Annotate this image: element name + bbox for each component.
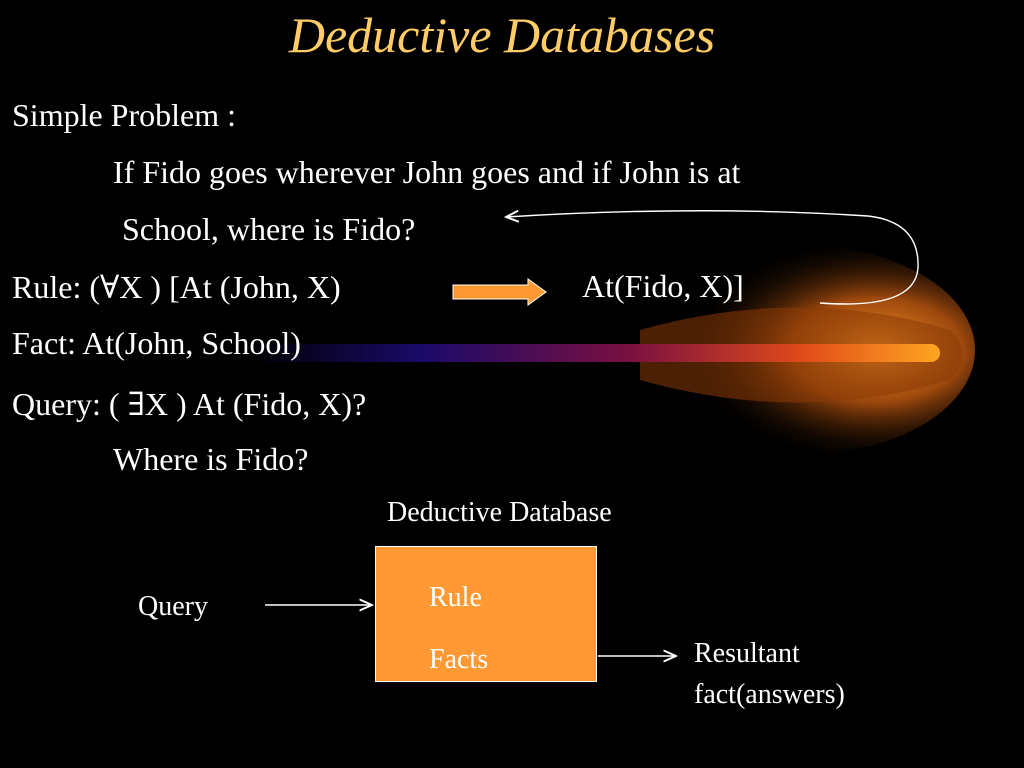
rule-conclusion: At(Fido, X)] [582,268,744,304]
right-arrow-icon [452,278,547,306]
deductive-database-label: Deductive Database [387,497,612,528]
query-line: Query: ( ∃X ) At (Fido, X)? [12,386,367,422]
slide-title: Deductive Databases [288,7,716,63]
box-item-facts: Facts [429,644,489,675]
comet-swoosh-decoration [250,245,975,455]
rule-premise: Rule: (∀X ) [At (John, X) [12,269,341,305]
deductive-database-box [375,546,597,682]
box-item-rule: Rule [429,582,482,613]
result-output-line-1: Resultant [694,638,800,669]
result-output-label: Resultant fact(answers) [694,633,845,715]
fact-line: Fact: At(John, School) [12,325,301,361]
problem-statement-line-2: School, where is Fido? [122,211,416,247]
curved-connector-arrow [506,211,919,305]
result-output-line-2: fact(answers) [694,679,845,710]
problem-statement-line-1: If Fido goes wherever John goes and if J… [113,154,741,190]
query-input-label: Query [138,591,208,622]
where-question: Where is Fido? [113,441,309,477]
simple-problem-heading: Simple Problem : [12,97,236,133]
